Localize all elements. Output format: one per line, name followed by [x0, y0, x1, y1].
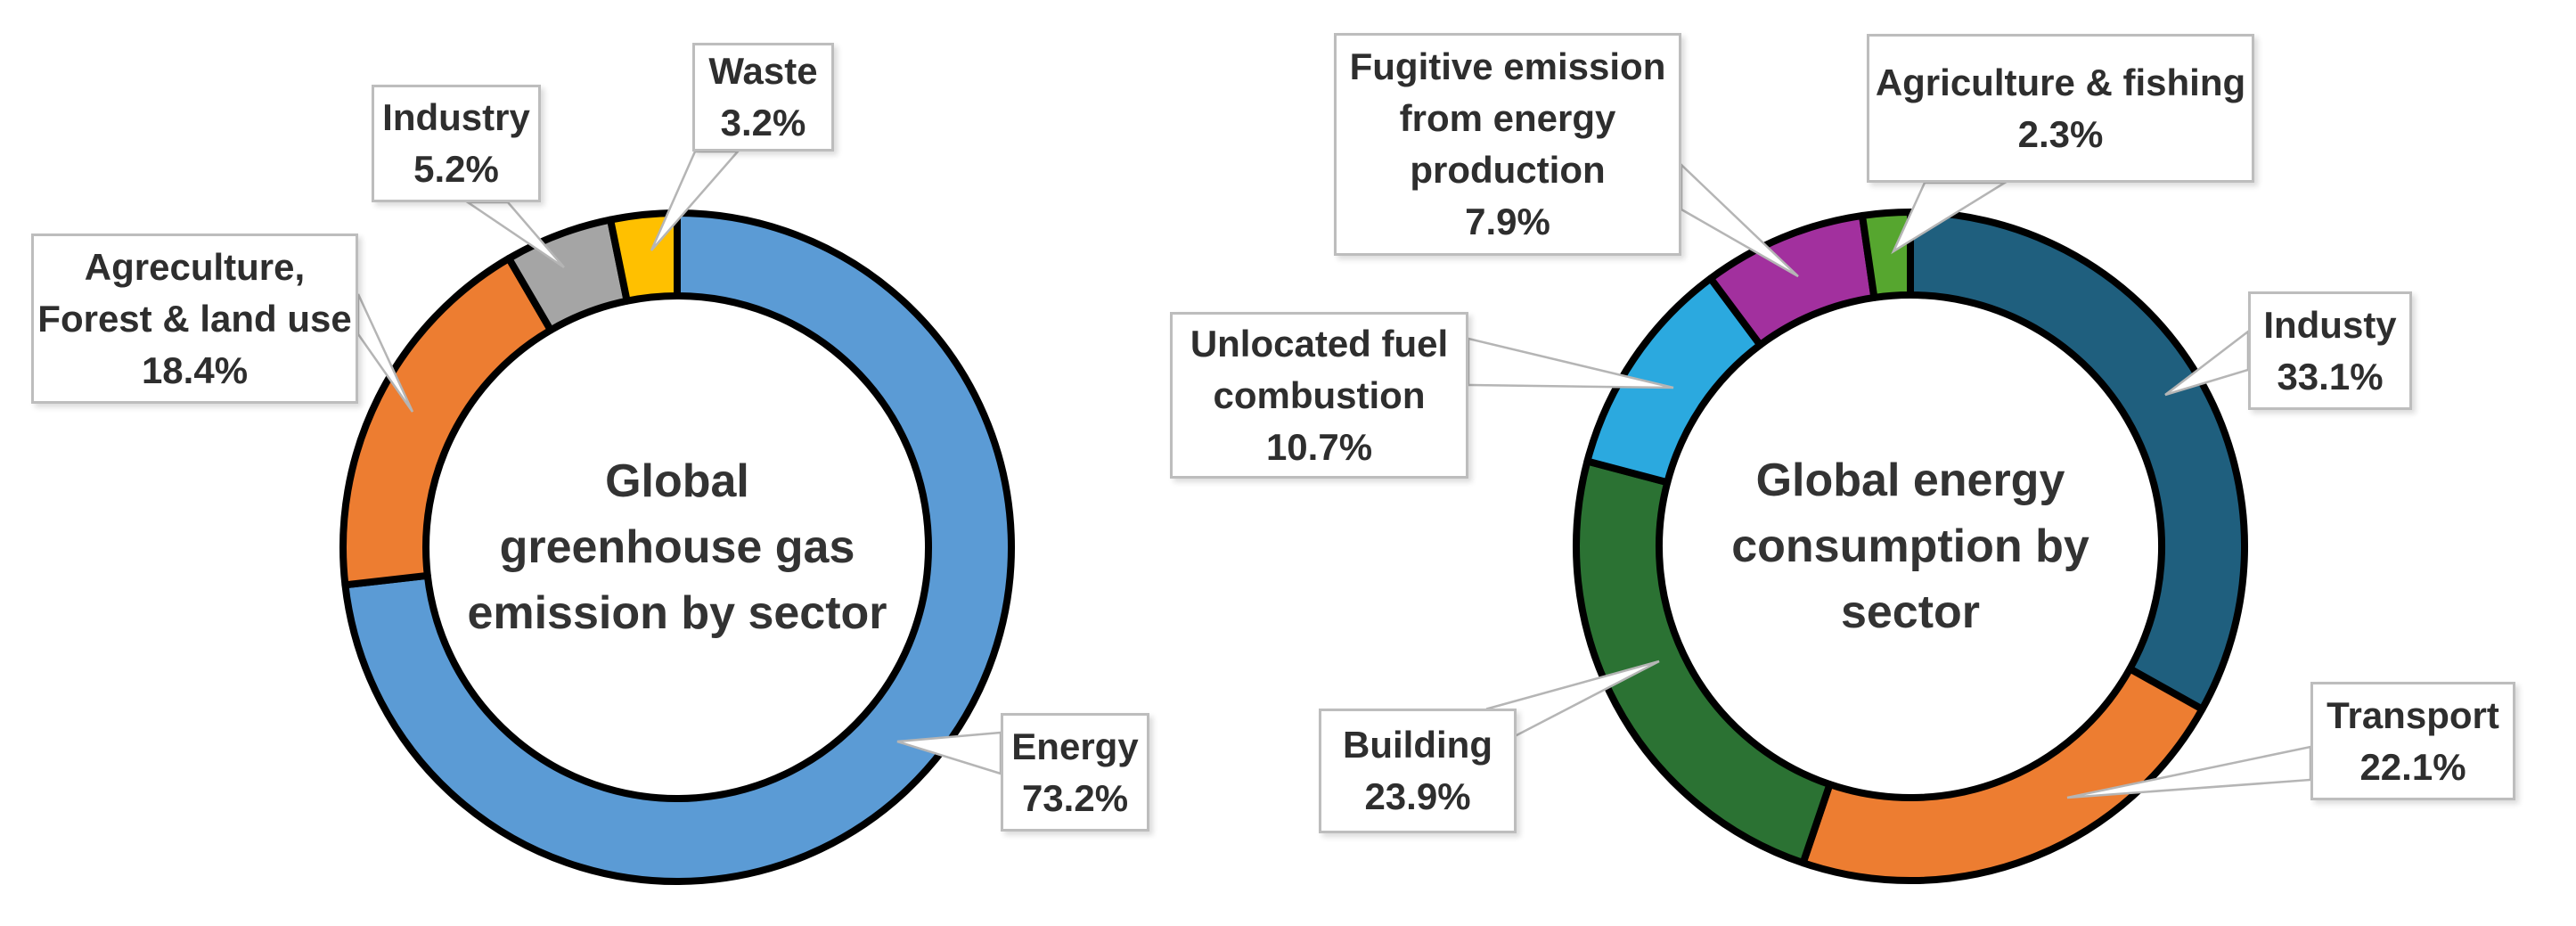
donut-left-group — [339, 209, 1015, 885]
callout-line: 33.1% — [2277, 355, 2384, 397]
callout-line: Industy — [2263, 303, 2397, 346]
callout-line: 5.2% — [413, 148, 499, 190]
donut-right-group — [1573, 208, 2249, 885]
callout-line: 22.1% — [2359, 745, 2466, 788]
leader-agriculture-left — [356, 293, 414, 413]
callout-line: Transport — [2327, 693, 2499, 736]
callout-fugitive-emission: Fugitive emission from energy production… — [1334, 33, 1681, 256]
left-chart-title: Global greenhouse gas emission by sector — [467, 455, 887, 639]
callout-line: combustion — [1213, 373, 1426, 416]
callout-line: Forest & land use — [37, 297, 352, 340]
callout-line: production — [1410, 149, 1606, 191]
leader-industry-left — [463, 201, 565, 269]
callout-building: Building 23.9% — [1319, 709, 1517, 833]
callout-line: Agreculture, — [84, 245, 306, 288]
callout-agriculture-forest-land-use: Agreculture, Forest & land use 18.4% — [31, 234, 358, 404]
callout-leader-wedges — [356, 150, 2312, 799]
callout-line: from energy — [1399, 97, 1616, 139]
leader-agrifish — [1891, 181, 2009, 255]
callout-industry-left: Industry 5.2% — [372, 85, 541, 202]
callout-line: Industry — [382, 96, 530, 138]
callout-line: 23.9% — [1364, 775, 1471, 817]
callout-line: Building — [1343, 724, 1492, 766]
callout-line: 73.2% — [1021, 776, 1129, 819]
callout-line: Unlocated fuel — [1190, 322, 1449, 365]
slice-agriculture-fishing — [1859, 208, 1914, 301]
callout-line: 18.4% — [141, 348, 249, 391]
callout-line: 7.9% — [1465, 201, 1550, 242]
right-chart-title: Global energy consumption by sector — [1731, 455, 2089, 638]
slice-transport — [1799, 665, 2206, 885]
callout-energy: Energy 73.2% — [1001, 713, 1149, 832]
callout-line: Waste — [708, 50, 818, 92]
callout-waste: Waste 3.2% — [692, 43, 834, 152]
leader-waste — [650, 150, 740, 251]
callout-unlocated-fuel-combustion: Unlocated fuel combustion 10.7% — [1170, 312, 1468, 479]
leader-unlocated — [1467, 337, 1674, 389]
callout-line: 10.7% — [1265, 425, 1373, 468]
callout-line: 2.3% — [2017, 112, 2104, 155]
callout-agriculture-fishing: Agriculture & fishing 2.3% — [1867, 34, 2254, 183]
callout-line: Fugitive emission — [1349, 45, 1666, 87]
leader-fugitive — [1680, 162, 1799, 278]
callout-line: Agriculture & fishing — [1875, 61, 2246, 103]
callout-line: Energy — [1011, 725, 1139, 767]
callout-transport: Transport 22.1% — [2310, 682, 2515, 800]
slice-energy — [341, 209, 1015, 885]
callout-line: 3.2% — [720, 102, 806, 143]
callout-industy: Industy 33.1% — [2248, 291, 2412, 410]
slice-industy — [1907, 209, 2249, 713]
